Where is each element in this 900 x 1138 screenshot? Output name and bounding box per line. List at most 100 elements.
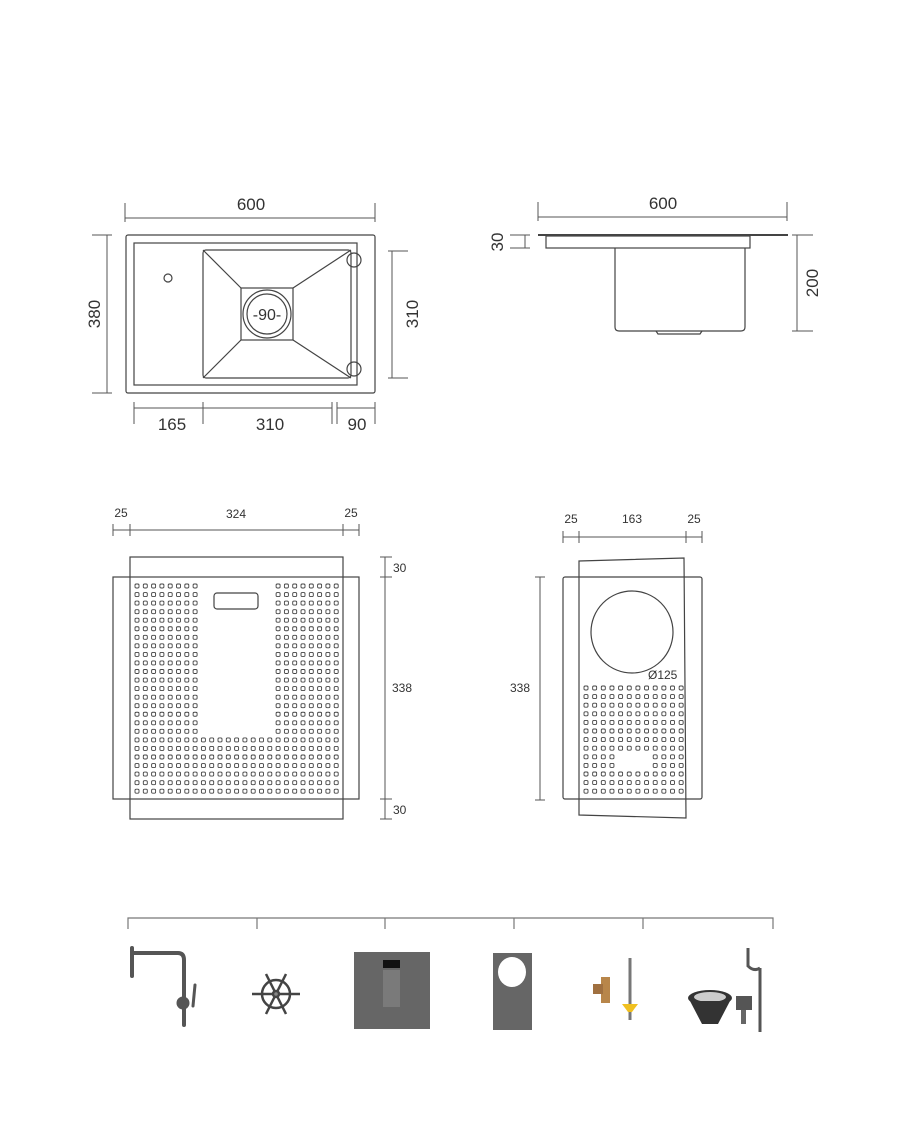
drain-hole xyxy=(308,669,314,674)
drain-hole xyxy=(159,617,165,623)
drain-hole xyxy=(592,745,598,751)
drain-hole xyxy=(192,788,198,794)
drain-hole xyxy=(325,780,331,786)
sink-outline xyxy=(125,234,376,394)
drain-hole xyxy=(325,669,331,674)
small-drain-rack-icon xyxy=(493,953,532,1030)
drain-hole xyxy=(292,720,298,726)
drain-hole xyxy=(644,694,649,700)
drain-hole xyxy=(333,720,339,726)
drain-hole xyxy=(176,788,181,794)
drain-hole xyxy=(644,728,649,734)
drain-hole xyxy=(151,643,157,649)
drain-hole xyxy=(583,780,589,786)
drain-hole xyxy=(292,737,298,743)
drain-hole xyxy=(176,677,181,683)
drain-hole xyxy=(333,651,339,657)
drain-hole xyxy=(592,788,598,794)
drain-hole xyxy=(275,626,281,632)
drain-hole xyxy=(333,600,339,606)
drain-hole xyxy=(583,771,589,777)
drain-hole xyxy=(275,720,281,726)
drain-hole xyxy=(151,754,157,760)
drain-hole xyxy=(167,686,173,692)
drain-hole xyxy=(134,669,140,674)
drain-hole xyxy=(151,677,157,683)
sink-inner xyxy=(133,242,358,386)
drain-hole xyxy=(242,780,248,786)
drain-hole xyxy=(308,720,314,726)
drain-hole xyxy=(661,702,667,708)
drain-hole xyxy=(176,771,181,777)
drain-hole xyxy=(134,728,140,734)
drain-hole xyxy=(661,694,667,700)
dim-sp-width: 163 xyxy=(622,512,642,526)
drain-hole xyxy=(142,617,148,623)
drain-hole xyxy=(275,711,281,717)
drain-hole xyxy=(317,617,323,623)
drain-hole xyxy=(275,694,281,700)
drain-hole xyxy=(317,711,323,717)
drain-hole xyxy=(652,702,658,708)
drain-hole xyxy=(317,763,323,768)
drain-hole xyxy=(333,703,339,709)
drain-hole xyxy=(134,754,140,760)
drain-hole xyxy=(325,651,331,657)
drain-hole xyxy=(159,600,165,606)
drain-hole xyxy=(283,771,289,777)
drain-hole xyxy=(209,780,215,786)
side-view: 600 30 200 xyxy=(488,194,822,335)
drain-hole xyxy=(283,754,289,760)
drain-hole xyxy=(317,583,323,589)
drain-hole xyxy=(333,609,339,615)
drain-hole xyxy=(184,754,190,760)
drain-hole xyxy=(167,634,173,640)
drain-hole xyxy=(308,626,314,632)
drain-hole xyxy=(142,694,148,700)
drain-hole xyxy=(283,617,289,623)
drain-hole xyxy=(134,703,140,709)
drain-hole xyxy=(678,702,684,708)
drain-hole xyxy=(134,763,140,768)
drain-hole xyxy=(184,660,190,666)
drain-hole xyxy=(142,746,148,751)
drain-hole xyxy=(167,600,173,606)
drain-hole xyxy=(308,754,314,760)
drain-hole xyxy=(234,763,240,768)
drain-hole xyxy=(234,771,240,777)
drain-hole xyxy=(292,780,298,786)
drain-hole xyxy=(292,728,298,734)
drain-hole xyxy=(325,660,331,666)
drain-hole xyxy=(333,771,339,777)
drain-hole xyxy=(159,711,165,717)
drain-hole xyxy=(142,669,148,674)
drain-hole xyxy=(283,609,289,615)
drain-hole xyxy=(333,660,339,666)
dim-sp-hole: Ø125 xyxy=(648,668,678,682)
drain-hole xyxy=(176,694,181,700)
drain-hole xyxy=(618,711,624,717)
drain-hole xyxy=(583,685,589,691)
drain-hole xyxy=(678,745,684,751)
drain-hole xyxy=(618,685,624,691)
drain-hole xyxy=(225,737,231,743)
drain-hole xyxy=(333,763,339,768)
drain-hole xyxy=(142,763,148,768)
drain-hole xyxy=(259,754,264,760)
drain-hole xyxy=(176,703,181,709)
drain-hole xyxy=(184,686,190,692)
drain-hole xyxy=(217,788,223,794)
drain-hole xyxy=(652,694,658,700)
drain-hole xyxy=(259,780,264,786)
drain-hole xyxy=(626,694,632,700)
drain-hole xyxy=(283,711,289,717)
drain-hole xyxy=(167,583,173,589)
drain-hole xyxy=(592,762,598,768)
drain-hole xyxy=(325,720,331,726)
drain-hole xyxy=(250,737,256,743)
drain-hole xyxy=(134,634,140,640)
drain-label: -90- xyxy=(253,307,281,324)
drain-hole xyxy=(583,711,589,717)
round-hole xyxy=(590,590,674,674)
drain-hole xyxy=(267,746,273,751)
